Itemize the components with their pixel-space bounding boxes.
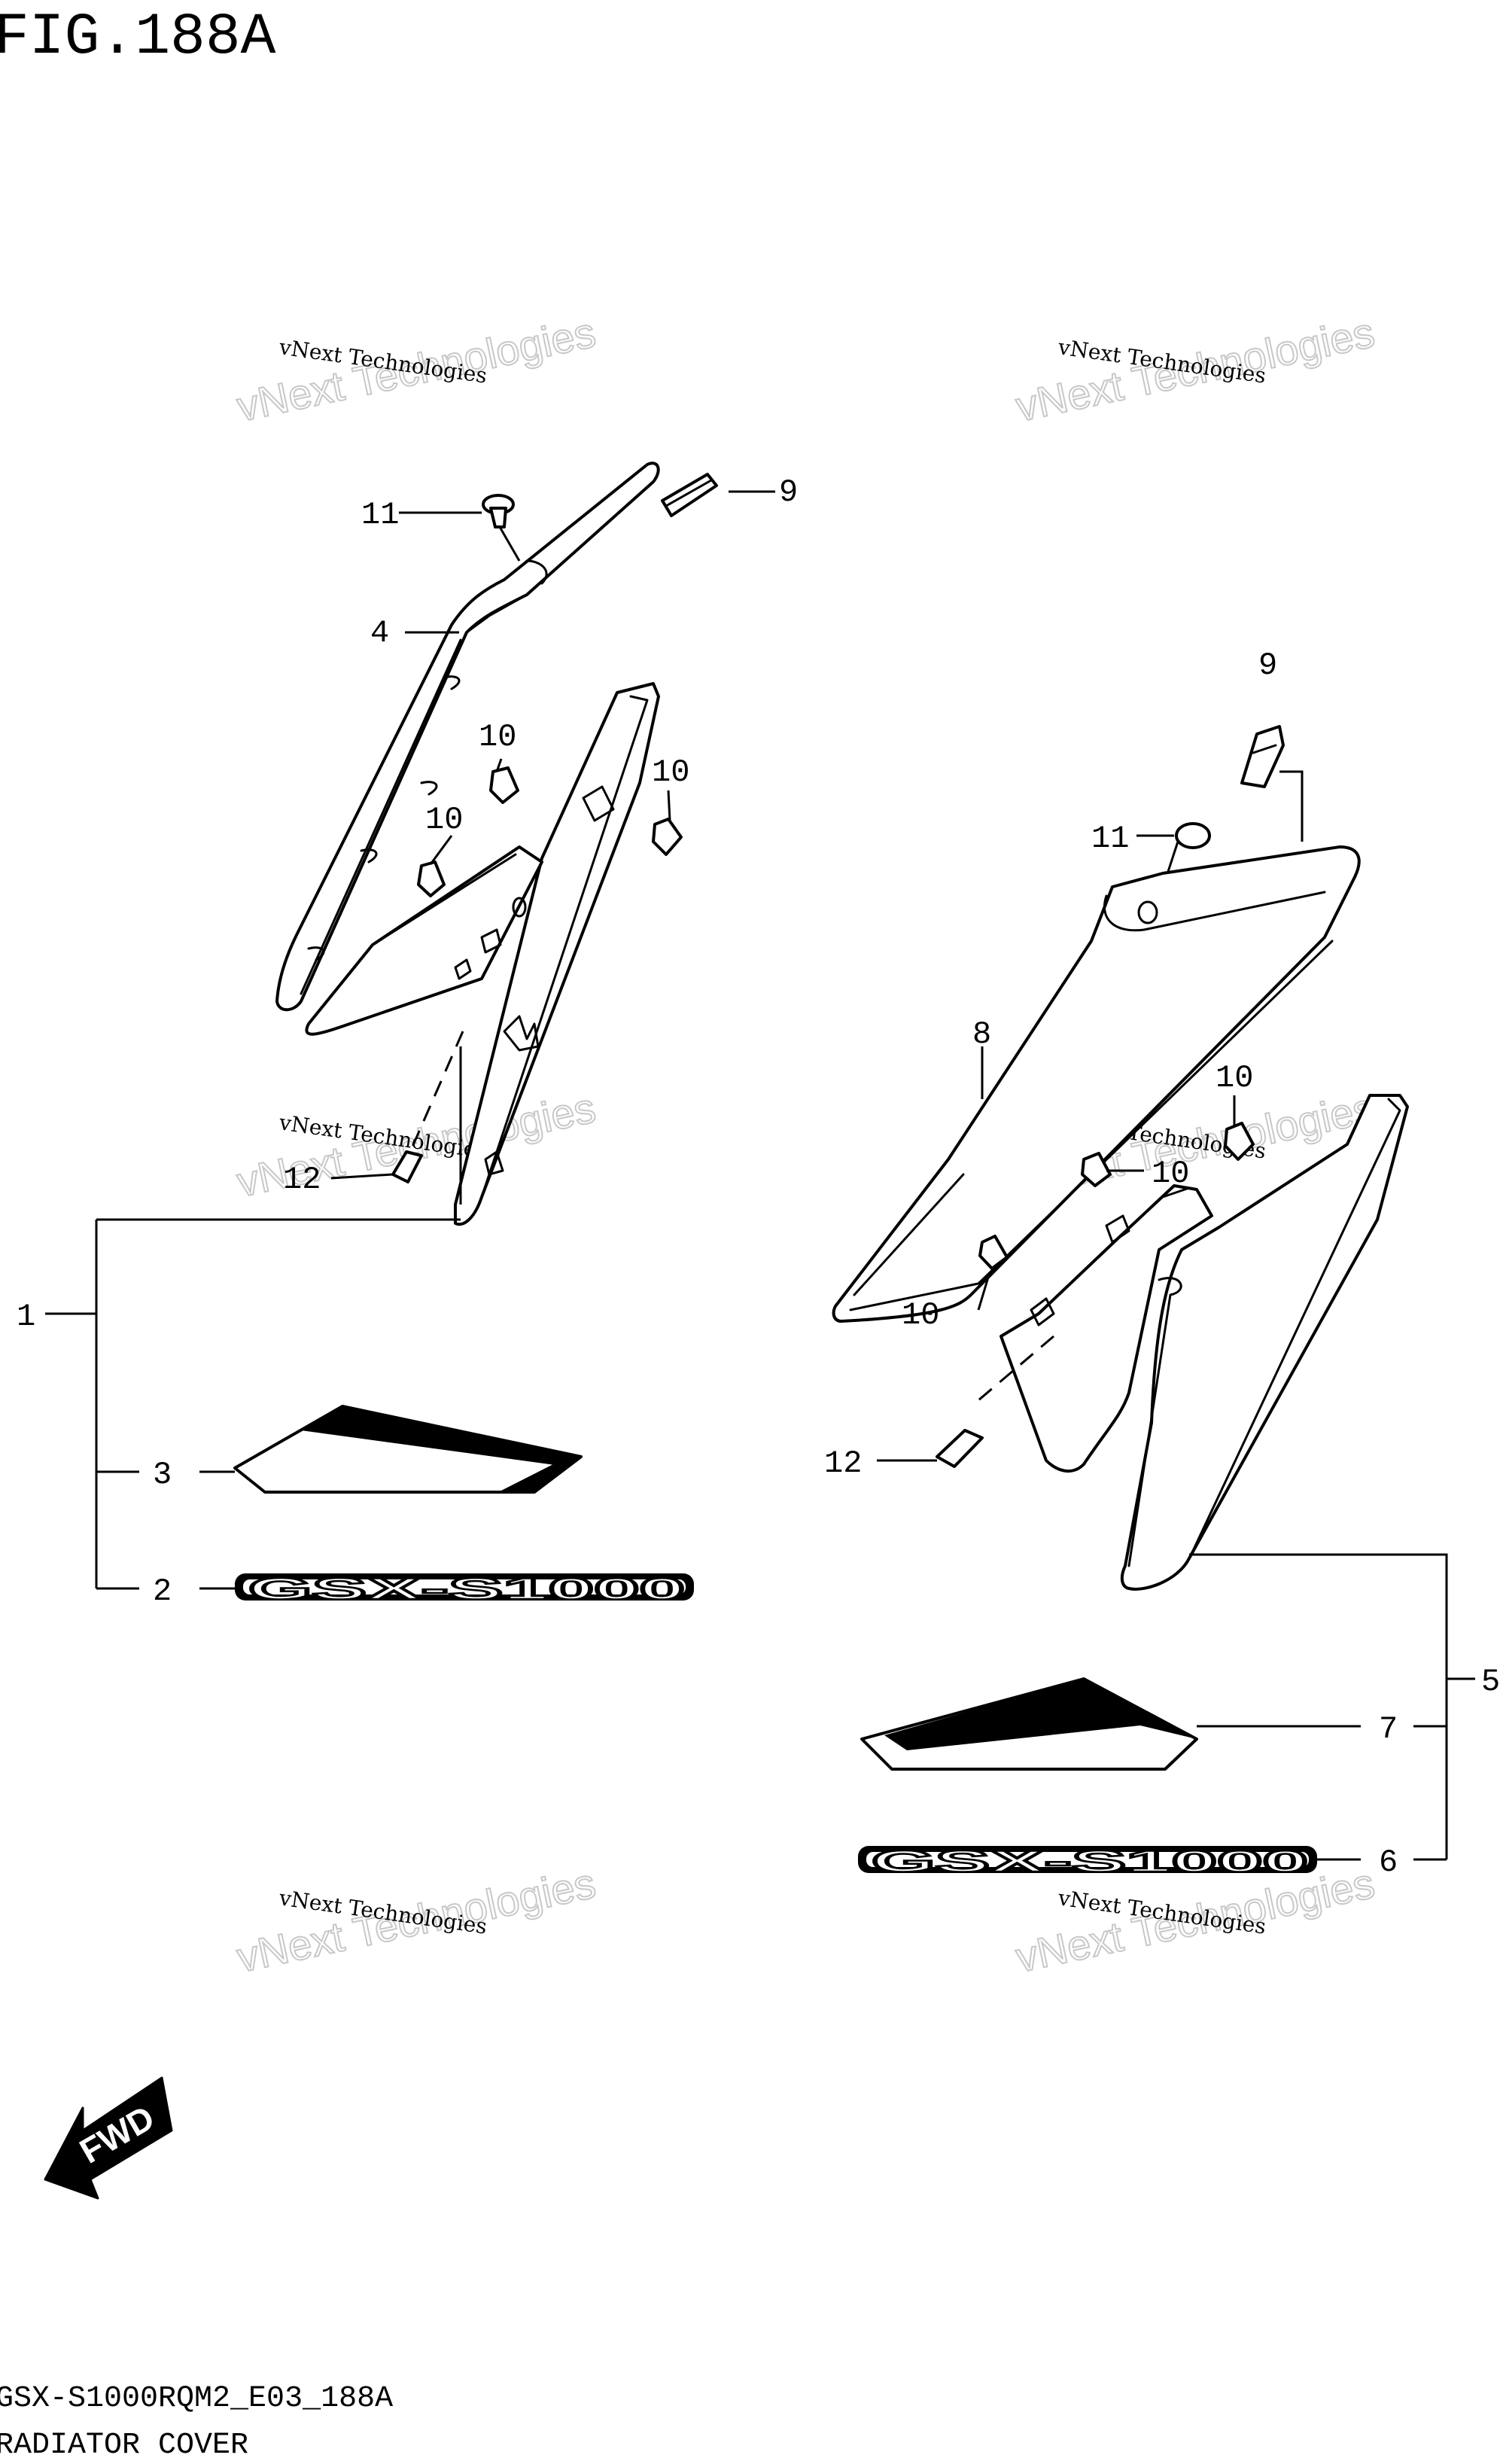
callout-right-11: 11 bbox=[1091, 821, 1129, 857]
callout-left-4: 4 bbox=[370, 615, 389, 651]
callout-left-10a: 10 bbox=[479, 719, 516, 755]
left-leader-lines bbox=[45, 490, 775, 1590]
callout-right-12: 12 bbox=[824, 1445, 862, 1482]
right-part-9-pad bbox=[1240, 725, 1285, 788]
callout-left-3: 3 bbox=[153, 1457, 172, 1493]
callout-left-2: 2 bbox=[153, 1573, 172, 1610]
figure-title: FIG.188A bbox=[0, 5, 276, 71]
left-part-10-clip-a bbox=[489, 766, 519, 804]
right-part-6-emblem: GSX-S1000 bbox=[858, 1844, 1317, 1879]
right-part-12-tape bbox=[936, 1429, 984, 1468]
left-emblem-text: GSX-S1000 bbox=[248, 1573, 685, 1606]
model-code: GSX-S1000RQM2_E03_188A bbox=[0, 2382, 393, 2416]
callout-right-10c: 10 bbox=[902, 1297, 939, 1333]
right-part-10-clip-b bbox=[1081, 1152, 1112, 1187]
right-part-8-panel bbox=[832, 845, 1361, 1323]
callout-right-5: 5 bbox=[1481, 1664, 1500, 1700]
left-part-3-decal bbox=[233, 1405, 583, 1494]
callout-right-10b: 10 bbox=[1152, 1156, 1189, 1192]
right-emblem-text: GSX-S1000 bbox=[872, 1845, 1308, 1878]
left-part-2-emblem: GSX-S1000 bbox=[235, 1572, 694, 1607]
callout-right-6: 6 bbox=[1379, 1844, 1398, 1881]
callout-left-10b: 10 bbox=[425, 802, 463, 838]
left-part-1-cover bbox=[305, 682, 660, 1226]
watermark-top-right: vNext Technologies vNext Technologies bbox=[1011, 307, 1379, 431]
callout-left-11: 11 bbox=[361, 497, 399, 533]
callout-left-10c: 10 bbox=[652, 754, 689, 790]
left-part-4-trim bbox=[275, 461, 660, 1012]
callout-left-9: 9 bbox=[779, 474, 798, 510]
left-part-11-screw bbox=[482, 494, 521, 562]
watermark-bottom-left: vNext Technologies vNext Technologies bbox=[232, 1858, 600, 1981]
left-part-9-pad bbox=[661, 473, 718, 517]
fwd-arrow-icon: FWD bbox=[44, 2076, 173, 2200]
left-part-12-tape bbox=[391, 1150, 423, 1183]
right-leader-lines bbox=[877, 770, 1475, 1861]
callout-right-9: 9 bbox=[1258, 647, 1277, 684]
left-part-10-clip-c bbox=[652, 818, 683, 856]
callout-right-10a: 10 bbox=[1216, 1060, 1253, 1096]
right-part-10-clip-c bbox=[978, 1235, 1009, 1270]
callout-left-1: 1 bbox=[17, 1299, 35, 1335]
right-part-7-decal bbox=[860, 1677, 1198, 1771]
left-part-10-clip-b bbox=[417, 860, 446, 897]
section-name: RADIATOR COVER bbox=[0, 2429, 248, 2462]
watermark-top-left: vNext Technologies vNext Technologies bbox=[232, 307, 600, 431]
callout-right-7: 7 bbox=[1379, 1711, 1398, 1747]
callout-right-8: 8 bbox=[972, 1016, 991, 1052]
callout-left-12: 12 bbox=[283, 1162, 321, 1198]
right-part-10-clip-a bbox=[1224, 1122, 1255, 1161]
right-part-5-cover bbox=[978, 1094, 1409, 1591]
